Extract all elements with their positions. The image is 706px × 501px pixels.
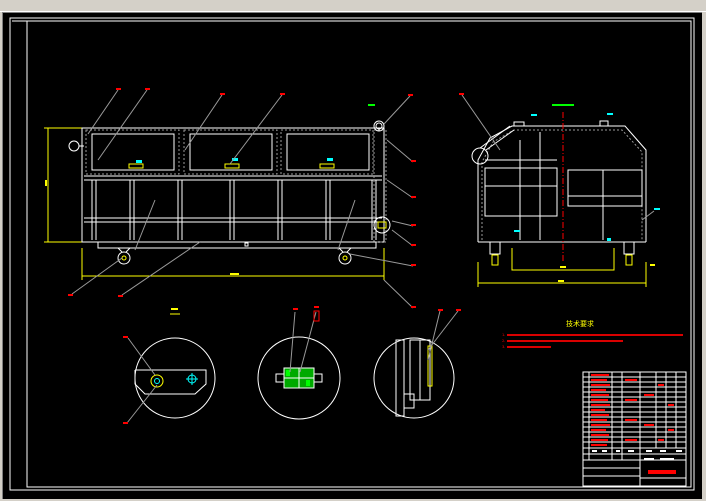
side-profile-outline: [477, 125, 647, 242]
sheet-inner-border: [26, 20, 692, 488]
wheel-left: [117, 251, 131, 265]
slot-3: [319, 163, 335, 169]
compartment-2: [183, 129, 278, 175]
window-top-edge: [0, 0, 706, 12]
slot-1: [128, 163, 144, 169]
sheet-outer-border: [9, 17, 695, 491]
body-outline: [81, 127, 385, 243]
tech-req-2: 2.: [502, 339, 505, 343]
front-view: [44, 88, 416, 309]
detail-view-1: [123, 308, 216, 424]
compartment-3: [280, 129, 374, 175]
front-labels: [68, 88, 416, 308]
detail-circle-marker: [373, 216, 391, 234]
detail-view-3: [373, 309, 461, 419]
side-wheel-left: [489, 241, 501, 255]
view-a-arrow: [368, 104, 375, 106]
drawing-title-text: [648, 470, 676, 474]
base-frame: [97, 241, 377, 249]
detail-view-2: [257, 306, 341, 420]
top-right-lug: [373, 120, 385, 132]
title-block: [582, 371, 687, 487]
compartment-1: [85, 129, 180, 175]
side-wheel-right: [623, 241, 635, 255]
vertical-posts: [91, 180, 377, 240]
wheel-right: [338, 251, 352, 265]
tech-req-1: 1.: [502, 333, 505, 337]
tech-requirements-title: 技术要求: [566, 319, 594, 328]
height-dimension-text: [45, 180, 47, 186]
view-aa-title: [552, 104, 574, 106]
side-view: [459, 93, 660, 287]
tech-requirements: 技术要求 1. 2. 3.: [502, 319, 683, 349]
left-lift-hook: [68, 140, 80, 152]
front-leader-lines: [71, 89, 414, 309]
tech-req-3: 3.: [502, 345, 505, 349]
slot-2: [224, 163, 240, 169]
